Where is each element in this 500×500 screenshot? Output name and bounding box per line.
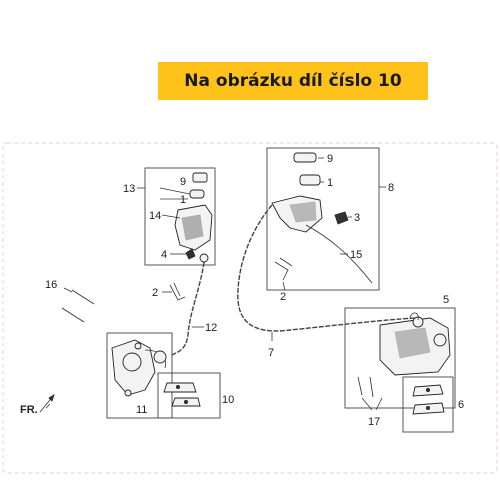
callout-1-left: 1	[180, 194, 186, 206]
callout-13: 13	[123, 183, 135, 195]
right-switch	[334, 211, 349, 225]
callout-12: 12	[205, 322, 217, 334]
left-hose-clip	[162, 282, 186, 301]
callout-8: 8	[388, 182, 394, 194]
box-right-master-cylinder	[266, 147, 380, 291]
diagram-frame	[2, 142, 498, 474]
right-diaphragm	[299, 174, 321, 186]
right-master-cylinder	[271, 152, 386, 284]
bolts-16	[61, 287, 95, 323]
box-right-caliper	[344, 307, 456, 409]
left-banjo	[199, 253, 209, 263]
left-caliper-piston	[122, 352, 142, 372]
right-brake-hose	[237, 204, 416, 332]
box-left-master-cylinder	[144, 167, 216, 266]
right-caliper	[379, 312, 451, 376]
callout-9-left: 9	[180, 176, 186, 188]
left-caliper-banjo	[153, 350, 167, 364]
left-reservoir-cap	[192, 172, 208, 183]
left-caliper	[111, 339, 167, 397]
right-brake-pads	[412, 384, 445, 415]
box-left-brake-pads	[157, 372, 221, 419]
callout-15: 15	[350, 249, 362, 261]
callout-11: 11	[136, 404, 147, 416]
left-diaphragm	[189, 189, 205, 199]
callout-2-left: 2	[152, 287, 158, 299]
callout-1-right: 1	[327, 177, 333, 189]
callout-2-right: 2	[280, 291, 286, 303]
left-brake-pads	[163, 382, 201, 407]
left-brake-hose	[171, 261, 205, 356]
direction-label: FR.	[20, 404, 38, 416]
callout-10: 10	[222, 394, 234, 406]
left-pad-upper	[163, 382, 197, 393]
part-number-banner: Na obrázku díl číslo 10	[158, 62, 428, 100]
callout-5: 5	[443, 294, 449, 306]
callout-16: 16	[45, 279, 57, 291]
bolts-17	[357, 376, 383, 411]
left-master-body	[174, 204, 213, 251]
callout-3: 3	[354, 212, 360, 224]
right-hose-clip	[274, 257, 293, 291]
callout-14: 14	[149, 210, 161, 222]
callout-17: 17	[368, 416, 380, 428]
box-left-caliper	[106, 332, 173, 419]
left-master-shade	[181, 214, 204, 241]
front-direction-arrow	[39, 394, 55, 413]
right-reservoir-cap	[293, 152, 317, 163]
banner-text: Na obrázku díl číslo 10	[184, 71, 402, 91]
right-master-body	[271, 195, 323, 233]
callout-9-right: 9	[327, 153, 333, 165]
box-right-brake-pads	[402, 376, 454, 433]
right-caliper-body	[379, 317, 451, 376]
callout-4: 4	[161, 249, 167, 261]
callout-6: 6	[458, 399, 464, 411]
brake-system-exploded-diagram: 13 9 1 14 4 2 12 16 11 10 9 1 3 8 15 2 7…	[2, 142, 498, 474]
left-master-cylinder	[137, 172, 213, 263]
callout-7: 7	[268, 347, 274, 359]
left-switch	[185, 248, 196, 260]
